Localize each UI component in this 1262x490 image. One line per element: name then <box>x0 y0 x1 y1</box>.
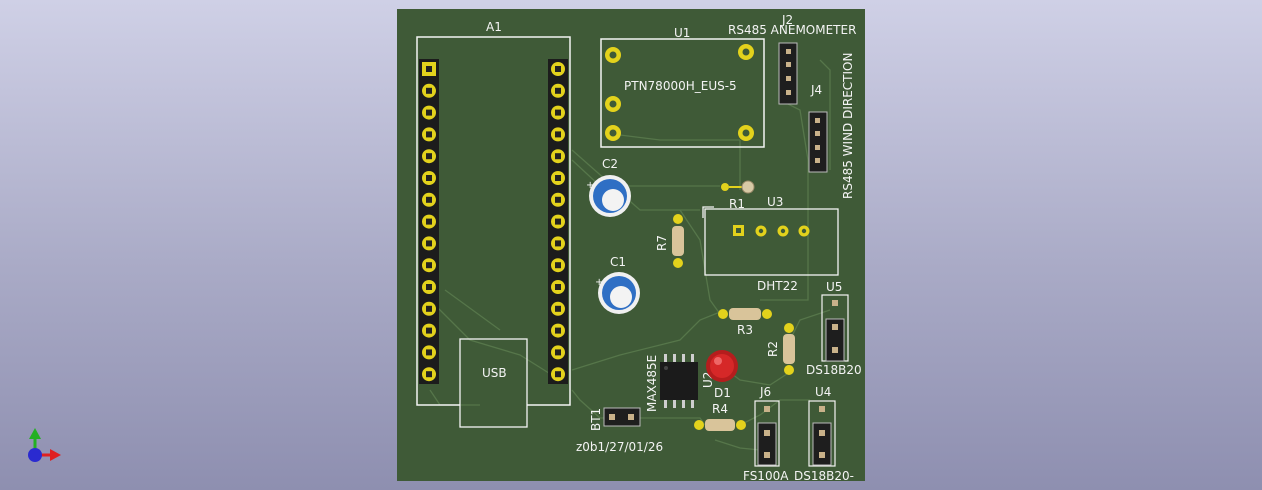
r7-reference: R7 <box>655 235 669 251</box>
resistor-r2[interactable]: R2 <box>766 323 795 375</box>
u4-reference: U4 <box>815 385 831 399</box>
capacitor-c2[interactable]: C2 + <box>586 157 631 217</box>
r4-reference: R4 <box>712 402 728 416</box>
u5-value: DS18B20 <box>806 363 862 377</box>
u1-value: PTN78000H_EUS-5 <box>624 79 737 93</box>
u1-reference: U1 <box>674 26 690 40</box>
j6-value: FS100A <box>743 469 789 483</box>
board-footer-text: z0b1/27/01/26 <box>576 440 663 454</box>
module-u1[interactable]: U1 PTN78000H_EUS-5 <box>600 26 765 148</box>
svg-text:+: + <box>586 180 594 191</box>
d1-reference: D1 <box>714 386 731 400</box>
u3-value: DHT22 <box>757 279 798 293</box>
svg-text:+: + <box>595 277 603 288</box>
a1-right-header <box>548 59 568 384</box>
resistor-r4[interactable]: R4 <box>694 402 746 431</box>
usb-label: USB <box>482 366 507 380</box>
connector-bt1[interactable]: BT1 <box>589 407 641 431</box>
j2-reference: J2 <box>781 13 793 27</box>
u2-value: MAX485E <box>645 355 659 412</box>
r2-reference: R2 <box>766 341 780 357</box>
c1-reference: C1 <box>610 255 626 269</box>
u4-value: DS18B20- <box>794 469 854 483</box>
resistor-r3[interactable]: R3 <box>718 308 772 337</box>
a1-left-header <box>419 59 439 384</box>
j2-value: RS485 ANEMOMETER <box>728 23 856 37</box>
r3-reference: R3 <box>737 323 753 337</box>
xyz-axis-gizmo-icon <box>28 428 61 462</box>
led-d1[interactable]: D1 <box>706 350 738 400</box>
c2-reference: C2 <box>602 157 618 171</box>
j6-reference: J6 <box>759 385 771 399</box>
bt1-reference: BT1 <box>589 408 603 431</box>
sensor-u3[interactable]: U3 DHT22 <box>702 195 839 293</box>
capacitor-c1[interactable]: C1 + <box>595 255 640 314</box>
module-a1[interactable]: A1 USB <box>416 20 571 428</box>
resistor-r1[interactable]: R1 <box>721 180 755 211</box>
resistor-r7[interactable]: R7 <box>655 214 684 268</box>
a1-reference: A1 <box>486 20 502 34</box>
j4-value: RS485 WIND DIRECTION <box>841 53 855 199</box>
sensor-u5[interactable]: U5 DS18B20 <box>806 280 862 377</box>
connector-j6[interactable]: J6 FS100A <box>743 385 789 483</box>
usb-connector-outline <box>459 338 528 428</box>
r1-reference: R1 <box>729 197 745 211</box>
ic-u2[interactable]: MAX485E U2 <box>645 354 715 412</box>
u3-reference: U3 <box>767 195 783 209</box>
connector-j4[interactable]: J4 RS485 WIND DIRECTION <box>808 53 855 199</box>
u5-reference: U5 <box>826 280 842 294</box>
connector-j2[interactable]: J2 RS485 ANEMOMETER <box>728 13 856 105</box>
sensor-u4[interactable]: U4 DS18B20- <box>794 385 854 483</box>
j4-reference: J4 <box>810 83 822 97</box>
